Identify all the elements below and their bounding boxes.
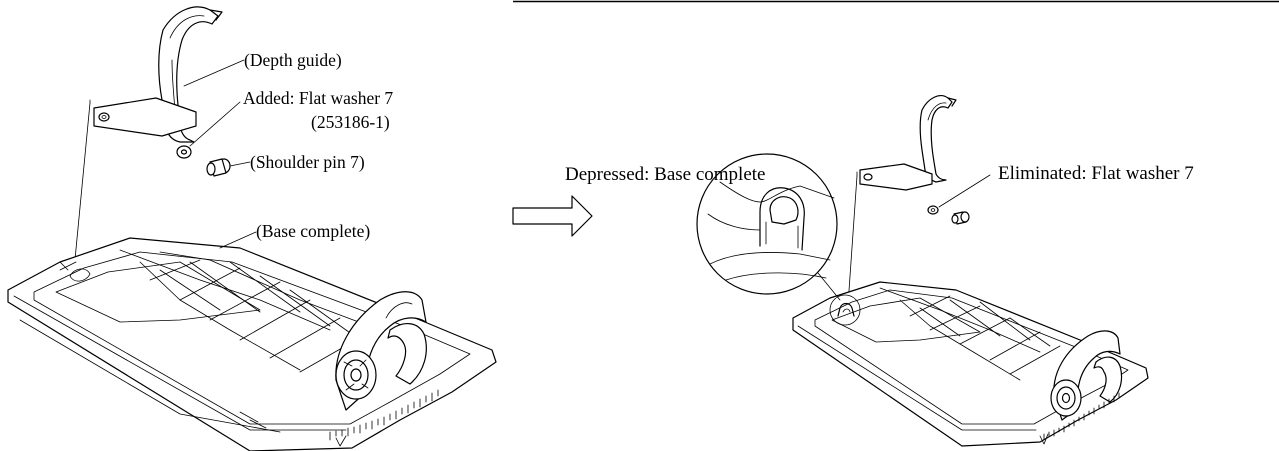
leader-shoulder-pin [229, 161, 251, 167]
depth-guide-label: (Depth guide) [244, 50, 342, 70]
shoulder-pin-part [206, 158, 231, 177]
shoulder-pin-small [951, 211, 970, 225]
scale-ticks [329, 389, 439, 441]
leader-base [219, 231, 257, 249]
leader-depth-guide [183, 59, 245, 87]
part-number-label: (253186-1) [311, 112, 390, 132]
assembly-guide-line [73, 102, 91, 271]
scale-ticks-small [1043, 392, 1120, 441]
flat-washer-part [176, 145, 192, 159]
depressed-label: Depressed: Base complete [565, 164, 765, 185]
eliminated-label: Eliminated: Flat washer 7 [998, 163, 1194, 184]
added-washer-label: Added: Flat washer 7 [243, 88, 393, 108]
base-complete-small [792, 281, 1149, 447]
leader-washer [189, 101, 241, 147]
before-assembly: (Depth guide) Added: Flat washer 7 (2531… [7, 6, 497, 451]
leader-eliminated [938, 174, 991, 208]
depth-guide-small [859, 95, 957, 191]
shoulder-pin-label: (Shoulder pin 7) [250, 152, 365, 172]
magnifier-circle-icon [696, 153, 841, 301]
base-complete-label: (Base complete) [256, 221, 370, 241]
depth-guide-part [93, 6, 223, 143]
assembly-guide-line-after [847, 175, 858, 306]
after-assembly: Depressed: Base complete Eliminated: Fla… [565, 95, 1194, 447]
base-complete-part [7, 237, 497, 451]
flat-washer-small [927, 205, 939, 215]
detail-marker-circle [829, 294, 861, 326]
right-arrow-icon [512, 195, 593, 237]
